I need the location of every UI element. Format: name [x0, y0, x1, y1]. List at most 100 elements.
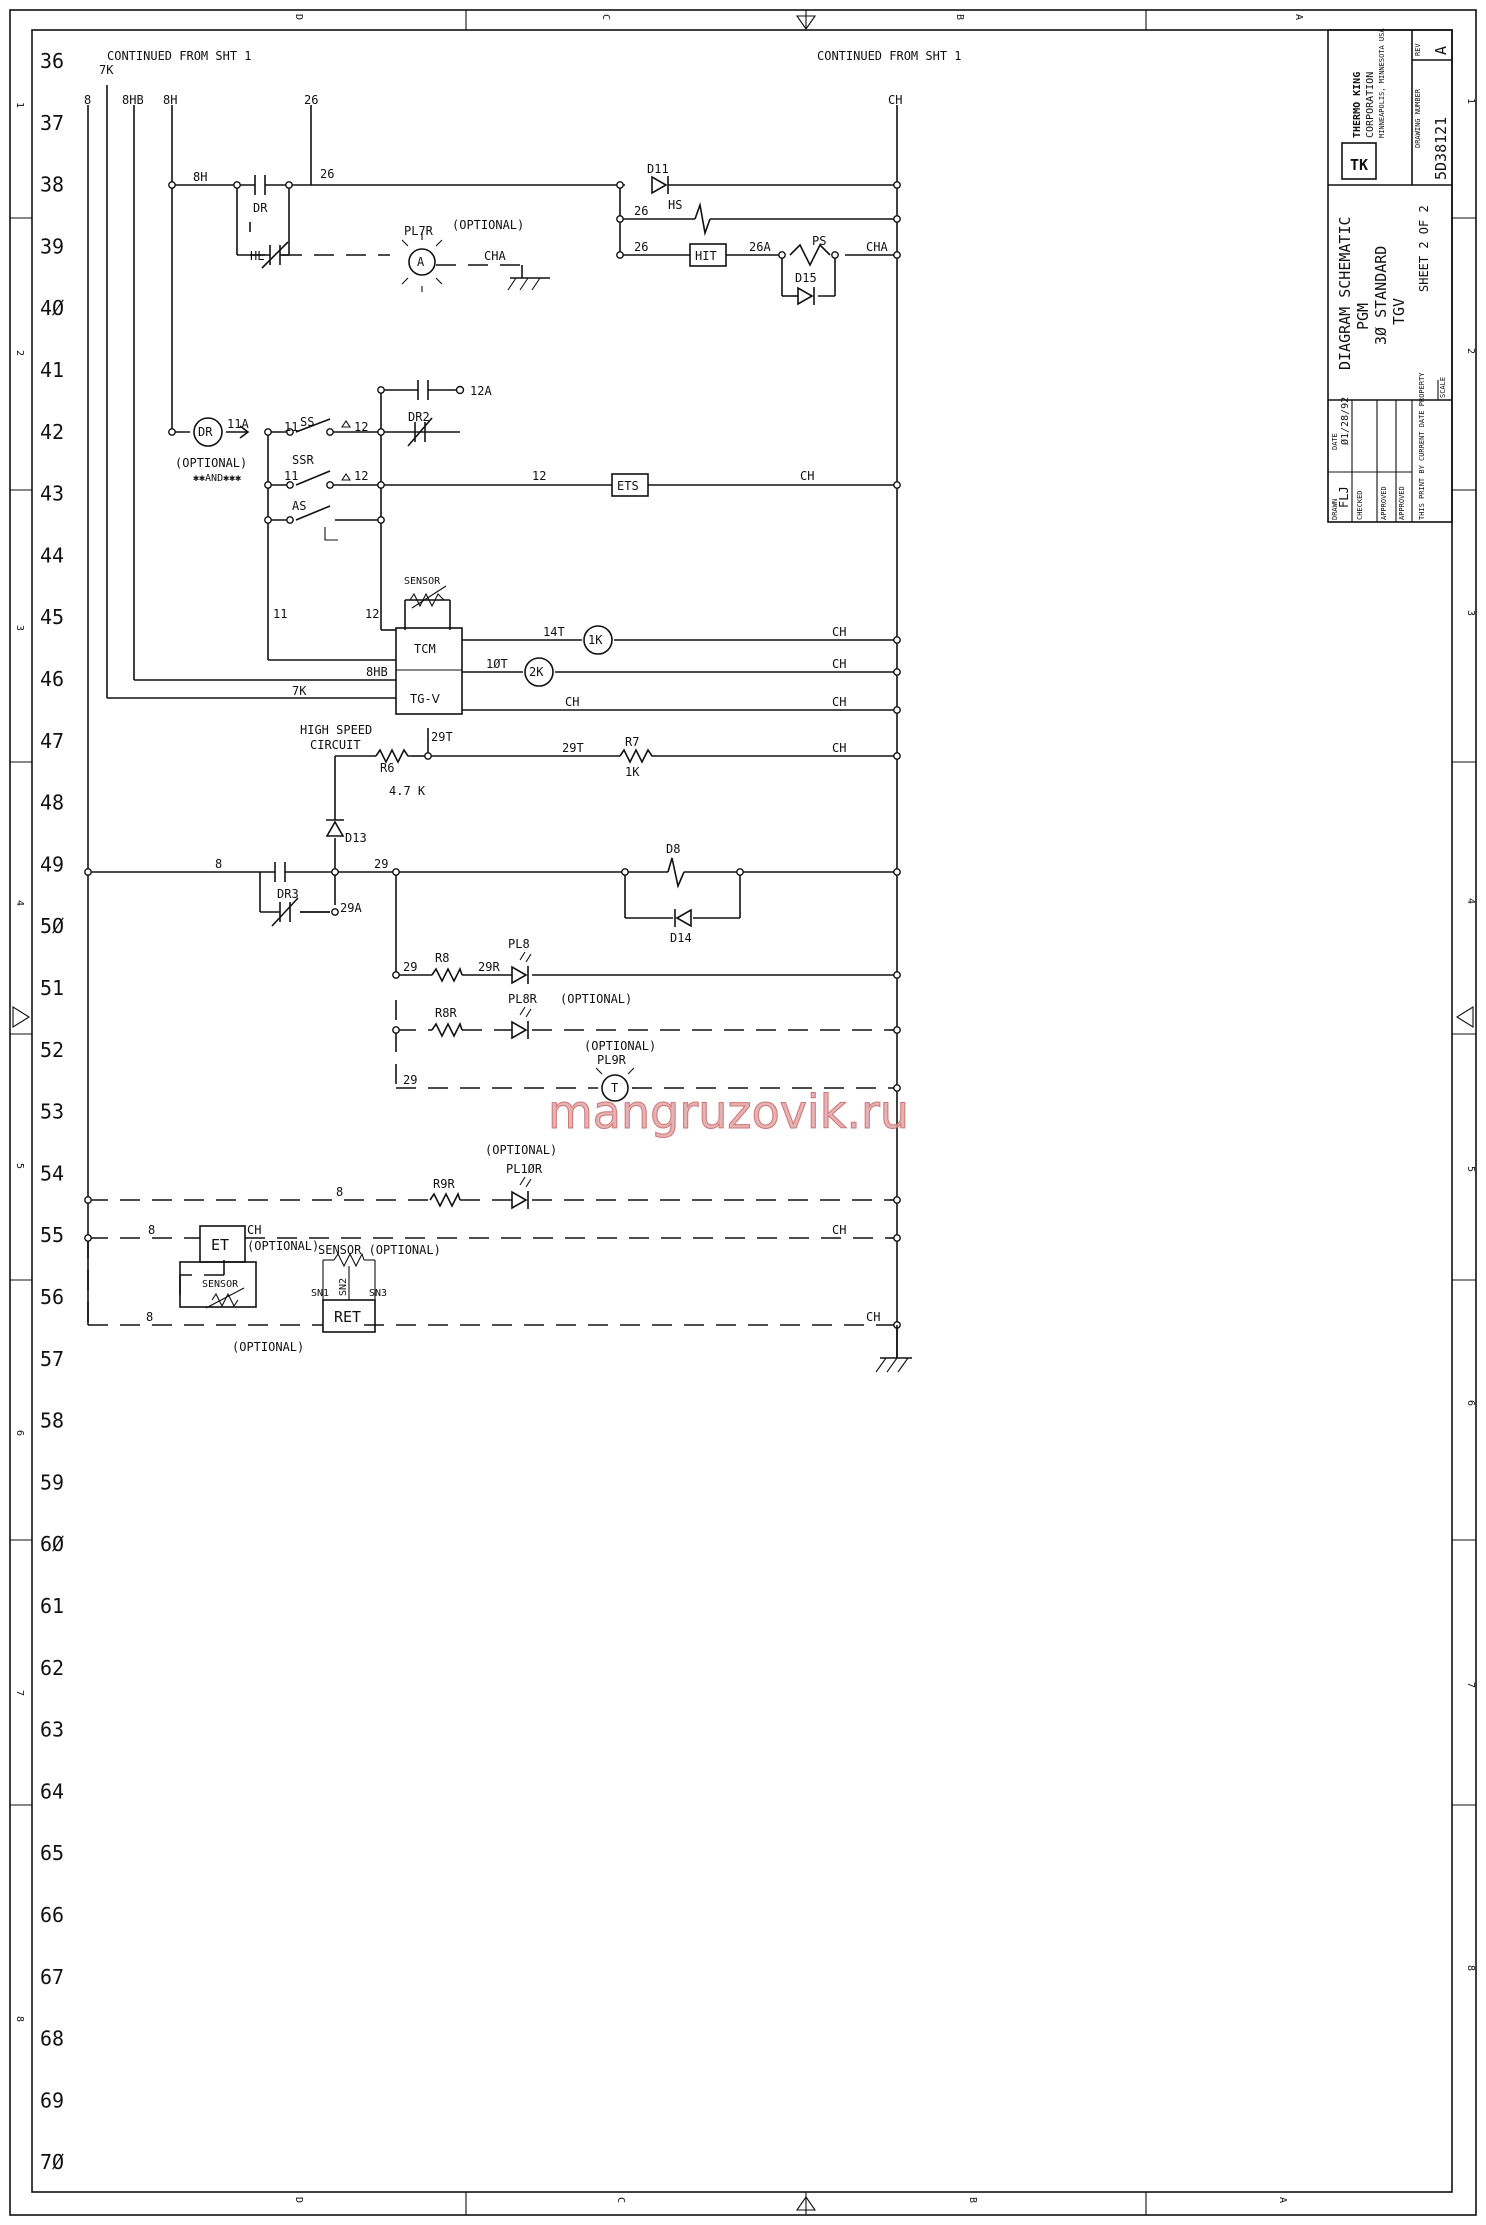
dr3-contact [271, 862, 330, 927]
row-number: 53 [40, 1100, 64, 1124]
dr2-contact [407, 380, 433, 447]
svg-text:29A: 29A [340, 901, 362, 915]
ps-heater [789, 243, 831, 267]
row-number: 66 [40, 1903, 64, 1927]
junction-dot [616, 251, 624, 259]
row-number: 69 [40, 2088, 64, 2112]
junction-dot [893, 706, 901, 714]
dr-contact-38 [254, 175, 266, 195]
junction-dot [424, 752, 432, 760]
svg-text:PS: PS [812, 234, 826, 248]
svg-text:(OPTIONAL): (OPTIONAL) [175, 456, 247, 470]
svg-text:29: 29 [374, 857, 388, 871]
svg-text:4: 4 [1465, 898, 1476, 904]
relay-2k-label: 2K [529, 665, 544, 679]
svg-text:CH: CH [800, 469, 814, 483]
row-number-column: 363738394Ø4142434445464748495Ø5152535455… [40, 49, 64, 2174]
svg-text:DR: DR [198, 425, 213, 439]
svg-text:8HB: 8HB [122, 93, 144, 107]
svg-text:B: B [967, 2197, 978, 2203]
junction-dot [392, 1026, 400, 1034]
inner-border [31, 29, 1453, 2193]
ets-box [611, 473, 649, 497]
svg-text:11A: 11A [227, 417, 249, 431]
row-number: 61 [40, 1594, 64, 1618]
junction-dot [377, 481, 385, 489]
svg-text:8: 8 [146, 1310, 153, 1324]
svg-text:SN3: SN3 [369, 1288, 387, 1299]
svg-text:3: 3 [1465, 610, 1476, 616]
relay-2k [524, 657, 554, 687]
junction-dot [893, 868, 901, 876]
drawn-value: FLJ [1337, 486, 1351, 508]
row-number: 46 [40, 667, 64, 691]
svg-text:29T: 29T [431, 730, 453, 744]
svg-text:26: 26 [634, 240, 648, 254]
junction-dot [168, 181, 176, 189]
junction-dot [392, 868, 400, 876]
svg-text:12A: 12A [470, 384, 492, 398]
rev-value: A [1432, 46, 1450, 55]
svg-text:6: 6 [1465, 1400, 1476, 1406]
svg-text:7K: 7K [292, 684, 307, 698]
watermark: mangruzovik.ru [548, 1085, 909, 1139]
junction-dot [286, 428, 294, 436]
tcm-module [395, 627, 463, 715]
svg-text:12: 12 [354, 420, 368, 434]
title-line-3: 3Ø STANDARD [1372, 246, 1390, 345]
drawn-label: DRAWN [1331, 499, 1339, 520]
junction-dot [893, 1026, 901, 1034]
row-number: 65 [40, 1841, 64, 1865]
svg-text:CIRCUIT: CIRCUIT [310, 738, 361, 752]
center-markers [12, 15, 1474, 2211]
svg-text:R6: R6 [380, 761, 394, 775]
junction-dot [326, 428, 334, 436]
row-number: 56 [40, 1285, 64, 1309]
drawing-number-label: DRAWING NUMBER [1414, 88, 1422, 148]
svg-text:DR3: DR3 [277, 887, 299, 901]
junction-dot [893, 215, 901, 223]
svg-text:B: B [954, 14, 965, 20]
svg-text:14T: 14T [543, 625, 565, 639]
svg-text:R8R: R8R [435, 1006, 457, 1020]
svg-text:(OPTIONAL): (OPTIONAL) [452, 218, 524, 232]
svg-text:CH: CH [888, 93, 902, 107]
company-line3: MINNEAPOLIS, MINNESOTA USA [1378, 28, 1386, 138]
tgv-label: TG-Ⅴ [410, 692, 441, 706]
junction-dot [331, 868, 339, 876]
sheet-number: SHEET 2 OF 2 [1417, 205, 1431, 292]
pl8-led [511, 951, 532, 985]
svg-text:12: 12 [532, 469, 546, 483]
junction-dot [285, 181, 293, 189]
row-number: 59 [40, 1470, 64, 1494]
ets-label: ETS [617, 479, 639, 493]
zone-numbers-right: 1 2 3 4 5 6 7 8 [1465, 98, 1476, 1971]
svg-text:CHA: CHA [484, 249, 506, 263]
junction-dot [326, 481, 334, 489]
row-number: 68 [40, 2027, 64, 2051]
junction-dot [264, 516, 272, 524]
row-number: 54 [40, 1161, 64, 1185]
title-line-4: TGV [1390, 298, 1408, 325]
row-number: 49 [40, 852, 64, 876]
svg-text:PL9R: PL9R [597, 1053, 627, 1067]
junction-dot [893, 1084, 901, 1092]
svg-text:T: T [611, 1081, 618, 1095]
svg-text:CH: CH [832, 695, 846, 709]
svg-text:8H: 8H [163, 93, 177, 107]
junction-dot [893, 1234, 901, 1242]
r7-resistor [619, 748, 656, 764]
thermo-king-logo [1341, 142, 1377, 180]
svg-text:D8: D8 [666, 842, 680, 856]
junction-dot [233, 181, 241, 189]
et-sensor-resistor [211, 1292, 239, 1308]
svg-text:D: D [293, 2197, 304, 2203]
svg-text:(OPTIONAL): (OPTIONAL) [584, 1039, 656, 1053]
svg-text:D: D [293, 14, 304, 20]
row-number: 39 [40, 234, 64, 258]
svg-text:11: 11 [284, 469, 298, 483]
title-line-1: DIAGRAM SCHEMATIC [1336, 216, 1354, 370]
row-number: 41 [40, 358, 64, 382]
row-number: 6Ø [40, 1532, 64, 1556]
